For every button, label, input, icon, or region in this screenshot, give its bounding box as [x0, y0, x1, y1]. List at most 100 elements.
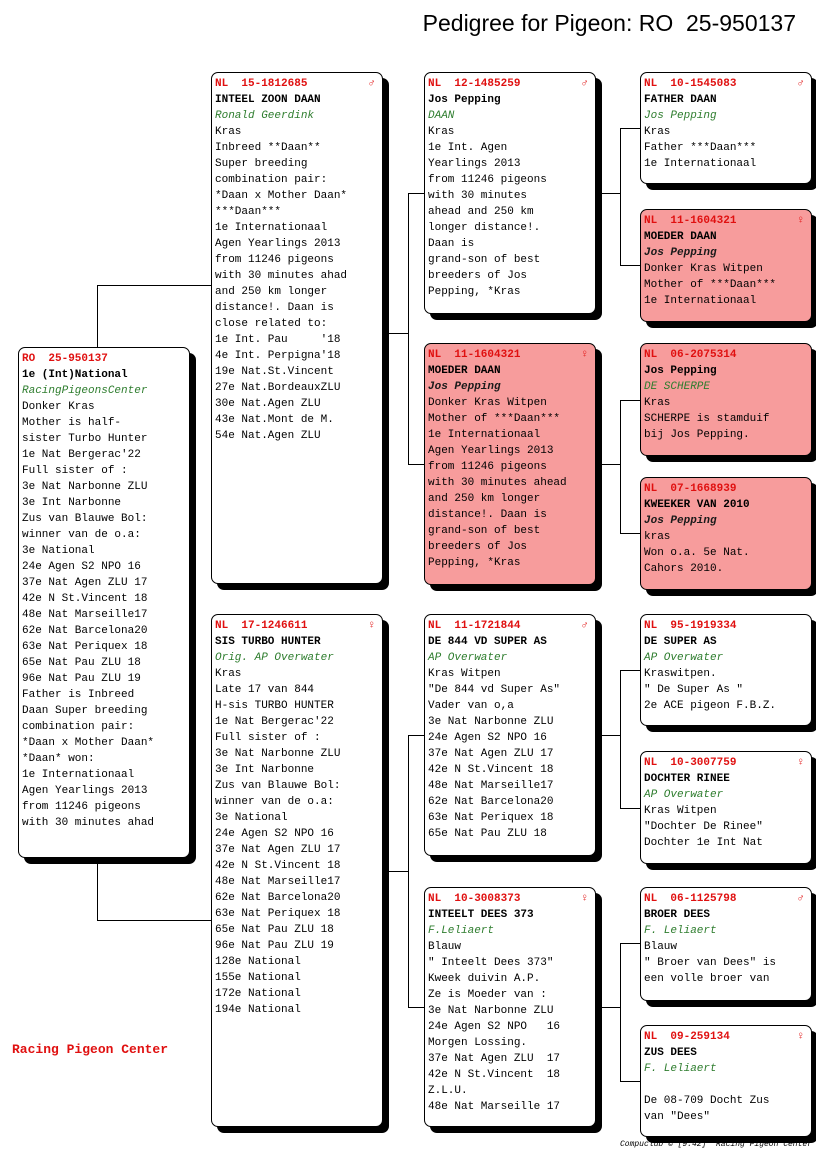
info-line: kras: [644, 531, 671, 543]
connector-line: [408, 735, 409, 1007]
ring-number: NL 11-1604321♀: [644, 213, 808, 229]
info-line: Donker Kras Witpen: [428, 397, 547, 409]
info-line: 1e Int. Pau '18: [215, 334, 341, 346]
ring-number: NL 10-1545083♂: [644, 76, 808, 92]
info-line: 128e National: [215, 956, 301, 968]
info-line: H-sis TURBO HUNTER: [215, 700, 334, 712]
ring-text: NL 95-1919334: [644, 620, 737, 632]
breeder-name: F.Leliaert: [428, 925, 495, 937]
info-line: 63e Nat Periquex 18: [215, 908, 341, 920]
info-line: De 08-709 Docht Zus: [644, 1095, 770, 1107]
info-line: 27e Nat.BordeauxZLU: [215, 382, 341, 394]
info-line: *Daan x Mother Daan*: [215, 190, 348, 202]
info-line: Father is Inbreed: [22, 689, 135, 701]
info-line: 63e Nat Periquex 18: [428, 812, 554, 824]
info-line: Blauw: [644, 941, 678, 953]
info-line: Kras: [215, 668, 242, 680]
info-line: with 30 minutes ahad: [22, 817, 155, 829]
connector-line: [97, 285, 98, 347]
pigeon-name: Jos Pepping: [428, 94, 501, 106]
info-line: 62e Nat Barcelona20: [428, 796, 554, 808]
info-line: *Daan* won:: [22, 753, 95, 765]
ring-number: NL 17-1246611♀: [215, 618, 379, 634]
info-line: 24e Agen S2 NPO 16: [428, 732, 547, 744]
pigeon-name: MOEDER DAAN: [428, 365, 501, 377]
info-line: Super breeding: [215, 158, 308, 170]
male-icon: ♂: [581, 78, 588, 90]
info-line: 1e Internationaal: [215, 222, 328, 234]
info-line: 3e Int Narbonne: [22, 497, 122, 509]
info-line: Kras: [215, 126, 242, 138]
info-line: Zus van Blauwe Bol:: [22, 513, 148, 525]
info-line: ***Daan***: [215, 206, 282, 218]
info-line: distance!. Daan is: [428, 509, 547, 521]
ring-number: NL 06-2075314: [644, 347, 808, 363]
info-line: "De 844 vd Super As": [428, 684, 561, 696]
info-line: Full sister of :: [215, 732, 321, 744]
info-line: Blauw: [428, 941, 462, 953]
pigeon-name: 1e (Int)National: [22, 369, 128, 381]
pigeon-name: ZUS DEES: [644, 1047, 697, 1059]
ring-number: NL 15-1812685♂: [215, 76, 379, 92]
info-line: 19e Nat.St.Vincent: [215, 366, 334, 378]
male-icon: ♂: [797, 893, 804, 905]
info-line: combination pair:: [22, 721, 135, 733]
info-line: Mother is half-: [22, 417, 122, 429]
breeder-name: Jos Pepping: [644, 110, 717, 122]
info-line: 42e N St.Vincent 18: [215, 860, 341, 872]
connector-line: [597, 1007, 620, 1008]
female-icon: ♀: [368, 620, 375, 632]
info-line: from 11246 pigeons: [22, 801, 141, 813]
connector-line: [620, 670, 621, 808]
info-line: 4e Int. Perpigna'18: [215, 350, 341, 362]
info-line: 1e Internationaal: [644, 158, 757, 170]
connector-line: [620, 400, 640, 401]
pigeon-name: BROER DEES: [644, 909, 711, 921]
info-line: 3e National: [22, 545, 95, 557]
info-line: Z.L.U.: [428, 1085, 468, 1097]
ring-number: NL 09-259134♀: [644, 1029, 808, 1045]
ring-number: NL 11-1721844♂: [428, 618, 592, 634]
connector-line: [620, 943, 640, 944]
info-line: 2e ACE pigeon F.B.Z.: [644, 700, 777, 712]
connector-line: [620, 128, 640, 129]
info-line: 172e National: [215, 988, 301, 1000]
info-line: Agen Yearlings 2013: [215, 238, 341, 250]
info-line: 42e N St.Vincent 18: [428, 764, 554, 776]
info-line: 48e Nat Marseille 17: [428, 1101, 561, 1113]
female-icon: ♀: [797, 1031, 804, 1043]
info-line: Kras: [644, 397, 671, 409]
info-line: grand-son of best: [428, 525, 541, 537]
info-line: 1e Internationaal: [428, 429, 541, 441]
info-line: Zus van Blauwe Bol:: [215, 780, 341, 792]
info-line: 3e Nat Narbonne ZLU: [215, 748, 341, 760]
ring-text: NL 06-2075314: [644, 349, 737, 361]
male-icon: ♂: [797, 78, 804, 90]
info-line: Yearlings 2013: [428, 158, 521, 170]
info-line: 65e Nat Pau ZLU 18: [428, 828, 547, 840]
info-line: Kraswitpen.: [644, 668, 717, 680]
ring-number: NL 07-1668939: [644, 481, 808, 497]
info-line: 65e Nat Pau ZLU 18: [22, 657, 141, 669]
breeder-name: DE SCHERPE: [644, 381, 711, 393]
info-line: [644, 1077, 808, 1093]
female-icon: ♀: [581, 893, 588, 905]
pigeon-name: FATHER DAAN: [644, 94, 717, 106]
info-line: Pepping, *Kras: [428, 557, 521, 569]
connector-line: [620, 533, 640, 534]
